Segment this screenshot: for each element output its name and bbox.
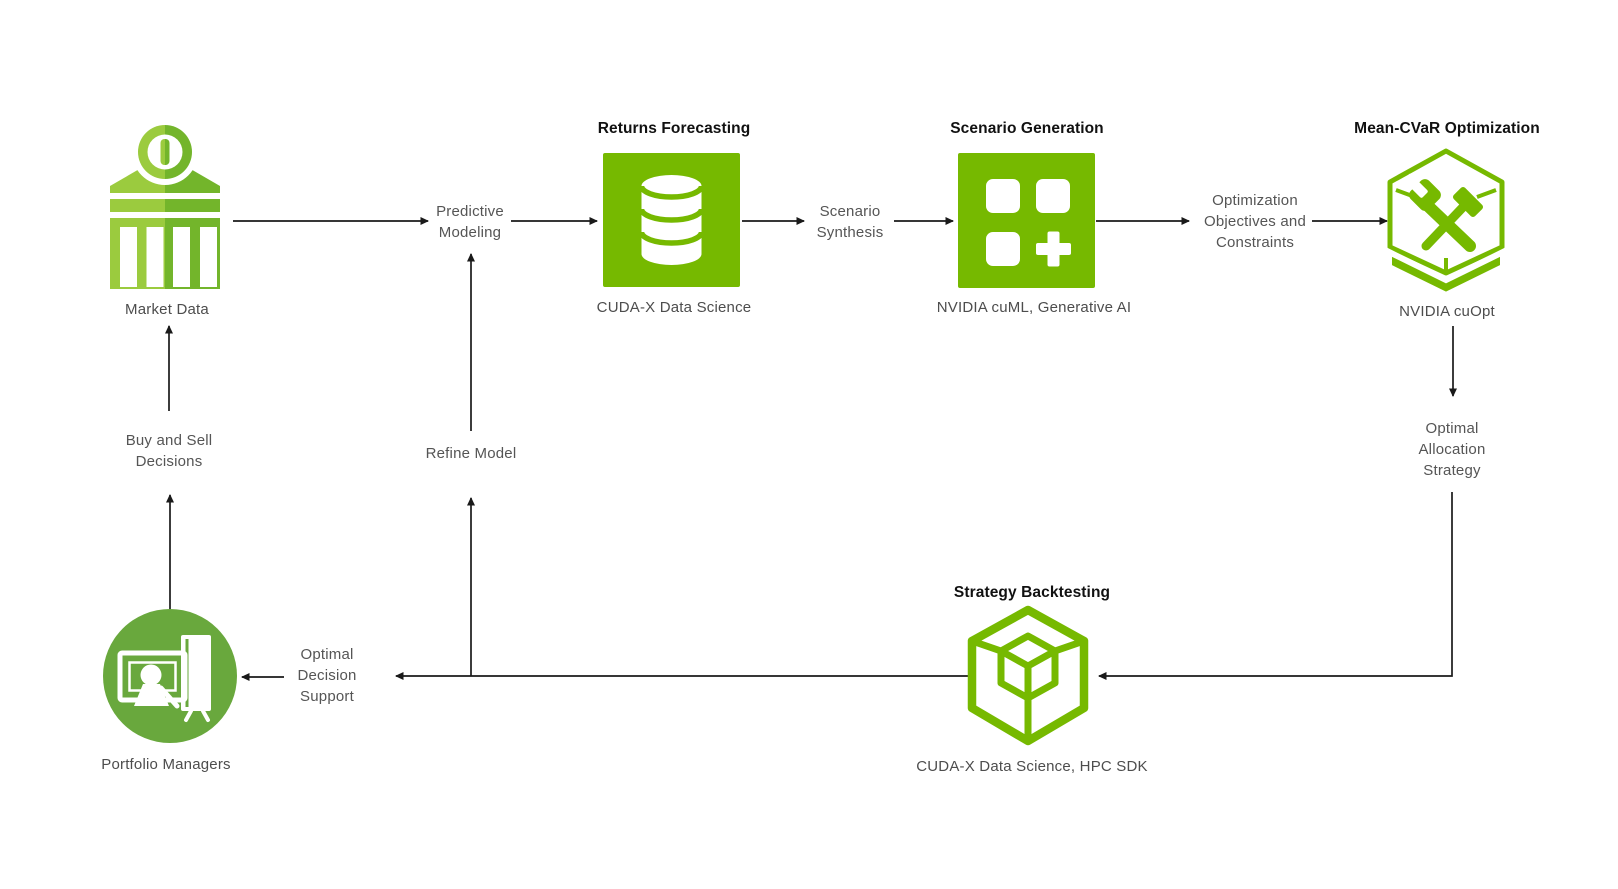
edge-label-buy-sell-decisions: Buy and Sell Decisions (125, 432, 213, 470)
cube-wireframe-icon (967, 605, 1089, 746)
edge-label-optimal-allocation: Optimal Allocation Strategy (1418, 420, 1486, 479)
presenter-icon (117, 635, 211, 722)
returns-forecasting-box (603, 153, 740, 287)
strategy-backtesting-sublabel: CUDA-X Data Science, HPC SDK (916, 758, 1148, 775)
grid-plus-icon (986, 179, 1071, 267)
edge-label-refine-model: Refine Model (425, 445, 517, 462)
scenario-generation-sublabel: NVIDIA cuML, Generative AI (936, 299, 1132, 316)
market-data-label: Market Data (125, 301, 209, 318)
edge-label-optimization-objectives: Optimization Objectives and Constraints (1203, 192, 1307, 251)
scenario-generation-box (958, 153, 1095, 288)
portfolio-managers-circle (103, 609, 237, 743)
bank-building-icon (110, 123, 220, 289)
edge-label-scenario-synthesis: Scenario Synthesis (816, 203, 884, 241)
edge-label-optimal-decision-support: Optimal Decision Support (297, 646, 357, 705)
hexagon-tools-icon (1386, 148, 1506, 299)
returns-forecasting-title: Returns Forecasting (597, 120, 751, 137)
portfolio-managers-label: Portfolio Managers (101, 756, 231, 773)
scenario-generation-title: Scenario Generation (950, 120, 1104, 137)
strategy-backtesting-title: Strategy Backtesting (953, 584, 1111, 601)
returns-forecasting-sublabel: CUDA-X Data Science (596, 299, 752, 316)
mean-cvar-sublabel: NVIDIA cuOpt (1399, 303, 1495, 320)
database-icon (638, 175, 705, 265)
mean-cvar-title: Mean-CVaR Optimization (1354, 120, 1540, 137)
edge-label-predictive-modeling: Predictive Modeling (436, 203, 504, 241)
